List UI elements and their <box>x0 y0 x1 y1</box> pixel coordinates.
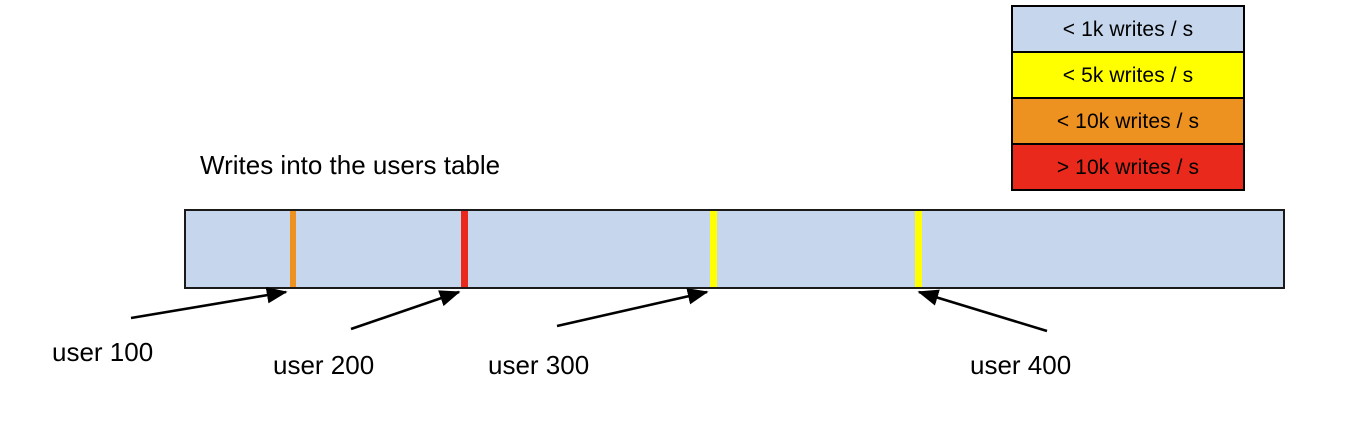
stripe-user-200 <box>461 211 468 287</box>
stripe-user-100 <box>290 211 296 287</box>
stripe-user-300 <box>710 211 717 287</box>
label-user-200: user 200 <box>273 350 375 380</box>
label-user-100: user 100 <box>52 337 154 367</box>
arrow-user-300 <box>556 288 709 328</box>
legend-row-under-10k: < 10k writes / s <box>1013 99 1243 145</box>
legend-label-over-10k: > 10k writes / s <box>1056 155 1200 179</box>
label-user-300: user 300 <box>488 350 590 380</box>
legend-row-over-10k: > 10k writes / s <box>1013 145 1243 189</box>
arrow-user-200 <box>350 290 461 331</box>
legend-row-under-5k: < 5k writes / s <box>1013 53 1243 99</box>
users-table-keyrange-bar <box>184 209 1285 289</box>
legend-label-under-10k: < 10k writes / s <box>1056 109 1200 133</box>
label-user-400: user 400 <box>970 350 1072 380</box>
legend-row-under-1k: < 1k writes / s <box>1013 7 1243 53</box>
write-rate-legend: < 1k writes / s < 5k writes / s < 10k wr… <box>1011 5 1245 191</box>
stripe-user-400 <box>915 211 922 287</box>
legend-label-under-1k: < 1k writes / s <box>1062 17 1194 41</box>
legend-label-under-5k: < 5k writes / s <box>1062 63 1194 87</box>
arrow-user-100 <box>130 286 288 320</box>
chart-title: Writes into the users table <box>200 150 501 180</box>
arrow-user-400 <box>917 289 1048 333</box>
